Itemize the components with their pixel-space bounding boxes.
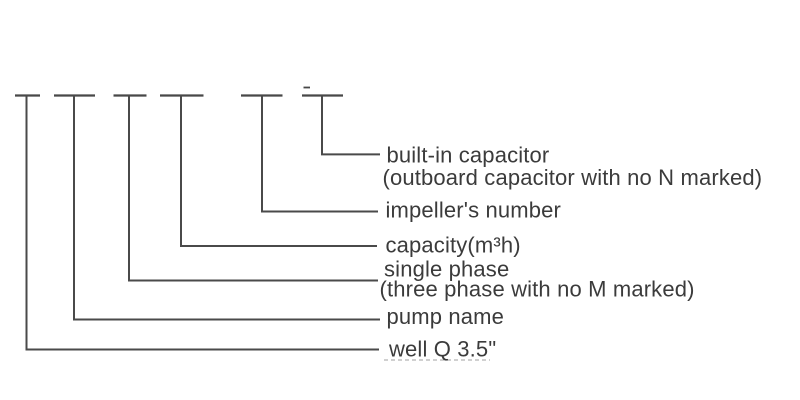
svg-text:(three phase with no M marked): (three phase with no M marked) — [380, 277, 695, 302]
svg-text:capacity(m³h): capacity(m³h) — [386, 233, 521, 258]
svg-text:built-in capacitor: built-in capacitor — [387, 143, 550, 168]
svg-text:well Q 3.5": well Q 3.5" — [388, 337, 496, 362]
svg-text:pump name: pump name — [387, 304, 505, 329]
svg-text:impeller's number: impeller's number — [386, 198, 561, 223]
svg-text:(outboard capacitor with no N: (outboard capacitor with no N marked) — [383, 165, 763, 190]
svg-text:single phase: single phase — [384, 257, 509, 282]
